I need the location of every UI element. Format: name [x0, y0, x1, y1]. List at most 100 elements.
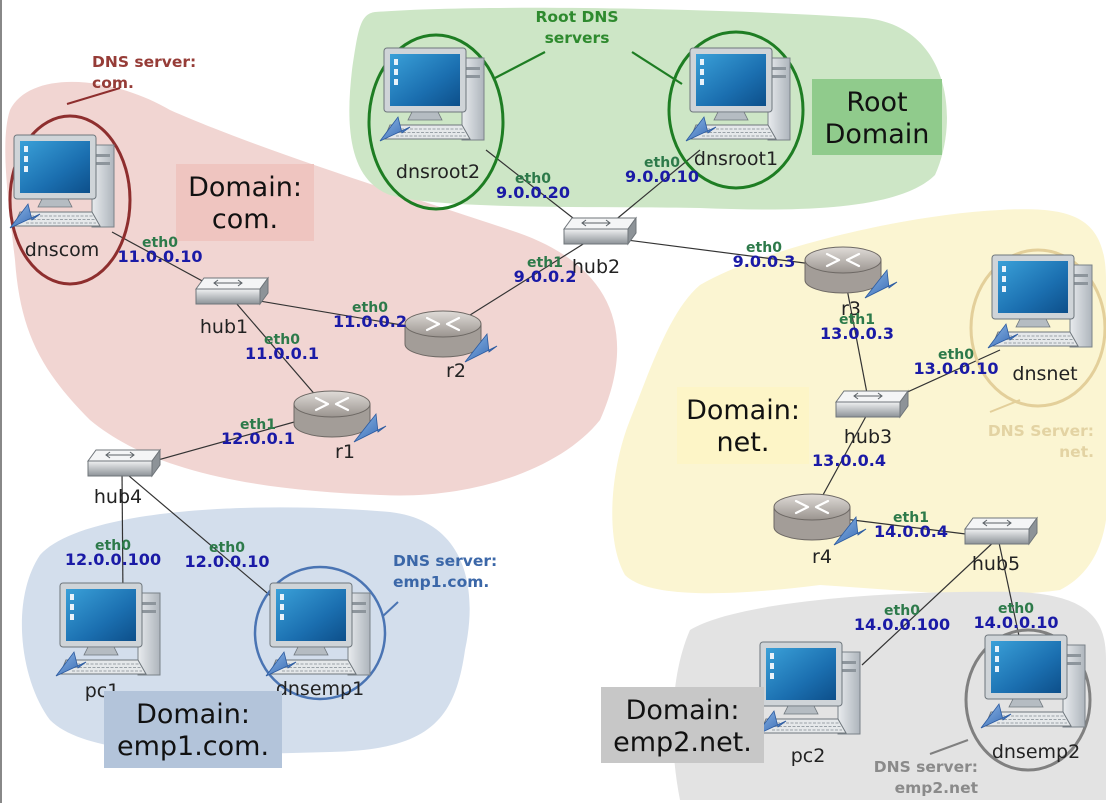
node-hub1: hub1 — [195, 276, 269, 338]
annotation-leader-com — [66, 87, 121, 105]
node-hub3: hub3 — [835, 389, 909, 448]
desktop-icon — [770, 673, 774, 679]
ip-address: 11.0.0.1 — [245, 344, 319, 363]
annotation-line: DNS server: — [393, 552, 497, 570]
ip-address: 12.0.0.10 — [184, 552, 269, 571]
iface-name: eth0 — [746, 240, 782, 256]
hub-front — [835, 401, 901, 418]
node-dnsroot2: dnsroot2 — [379, 47, 485, 183]
pc-drive-bay — [142, 602, 156, 605]
domain-box-bg — [812, 79, 942, 155]
monitor-screen — [276, 589, 346, 641]
ip-address: 13.0.0.10 — [913, 359, 998, 378]
arrow-icon — [265, 651, 297, 677]
router-arrows-icon — [314, 396, 350, 412]
node-label-dnscom: dnscom — [25, 239, 100, 261]
node-r1: r1 — [293, 390, 387, 463]
annotation-line: DNS server: — [92, 53, 196, 71]
monitor-stand — [83, 646, 119, 656]
domain-box-com: Domain:com. — [176, 164, 314, 241]
annotation-emp1: DNS server: emp1.com. — [393, 552, 497, 591]
node-hub5: hub5 — [964, 516, 1038, 575]
monitor-stand — [1015, 318, 1051, 328]
iface-name: eth0 — [884, 603, 920, 619]
monitor-stand — [293, 646, 329, 656]
annotation-leader-net — [989, 399, 1021, 413]
desktop-icon — [394, 79, 398, 85]
node-label-pc2: pc2 — [791, 745, 826, 767]
desktop-icon — [1002, 286, 1006, 292]
blob-domain-com — [5, 81, 618, 496]
desktop-icon — [24, 156, 28, 162]
highlight-circle-dnsroot1 — [667, 30, 805, 190]
monitor-stand — [37, 198, 73, 208]
pc-drive-bay — [96, 162, 110, 165]
annotation-line: DNS server: — [874, 758, 978, 776]
desktop-icon — [995, 666, 999, 672]
node-label-dnsroot2: dnsroot2 — [396, 161, 480, 183]
iface-name: eth0 — [95, 538, 131, 554]
desktop-icon — [70, 614, 74, 620]
domain-box-line: Root — [846, 87, 907, 118]
node-label-hub5: hub5 — [972, 553, 1020, 575]
pc-drive-bay — [352, 602, 366, 605]
node-dnsemp1: dnsemp1 — [265, 582, 371, 700]
node-pc2: pc2 — [755, 641, 861, 767]
annotation-line: Root DNS — [535, 8, 618, 26]
pc-drive-bay — [352, 610, 366, 613]
domain-box-bg — [104, 691, 282, 768]
domain-box-emp1: Domain:emp1.com. — [104, 691, 282, 768]
desktop-icon — [24, 146, 28, 152]
monitor-stand — [407, 111, 443, 121]
ip-address: 12.0.0.1 — [221, 429, 295, 448]
iface-label-r4-eth0: 13.0.0.4 — [812, 451, 886, 470]
arrow-icon — [833, 515, 867, 546]
node-label-hub2: hub2 — [572, 256, 620, 278]
annotation-leader-root2 — [631, 51, 683, 85]
pc-drive-bay — [842, 669, 856, 672]
node-label-hub1: hub1 — [200, 316, 248, 338]
ip-address: 14.0.0.4 — [874, 522, 948, 541]
domain-box-net: Domain:net. — [677, 387, 809, 464]
arrow-icon — [353, 412, 387, 443]
monitor-stand — [783, 705, 819, 715]
node-label-r4: r4 — [812, 546, 832, 568]
monitor-screen — [998, 261, 1068, 313]
arrow-icon — [464, 332, 498, 363]
router-arrows-icon — [794, 499, 830, 515]
desktop-icon — [280, 594, 284, 600]
router-top — [404, 310, 482, 338]
desktop-icon — [995, 646, 999, 652]
node-dnscom: dnscom — [9, 134, 115, 261]
highlight-circle-dnsnet — [969, 248, 1106, 408]
ip-address: 9.0.0.3 — [733, 252, 796, 271]
domain-box-line: net. — [717, 427, 770, 458]
desktop-icon — [70, 594, 74, 600]
annotation-com: DNS server: com. — [92, 53, 196, 92]
pc-drive-bay — [1074, 282, 1088, 285]
annotation-line: emp1.com. — [393, 573, 489, 591]
desktop-icon — [1002, 266, 1006, 272]
router-top — [773, 493, 851, 521]
annotation-line: servers — [545, 29, 610, 47]
hub-arrows-icon — [853, 392, 883, 400]
domain-box-line: emp1.com. — [117, 731, 269, 762]
annotation-line: com. — [92, 74, 134, 92]
annotation-line: emp2.net — [895, 779, 979, 797]
pc-drive-bay — [1074, 274, 1088, 277]
domain-box-line: com. — [212, 204, 278, 235]
ip-address: 9.0.0.10 — [625, 167, 699, 186]
desktop-icon — [700, 69, 704, 75]
iface-name: eth1 — [839, 312, 875, 328]
link-hub4-pc1 — [121, 469, 124, 601]
highlight-circle-dnsroot2 — [367, 33, 505, 211]
